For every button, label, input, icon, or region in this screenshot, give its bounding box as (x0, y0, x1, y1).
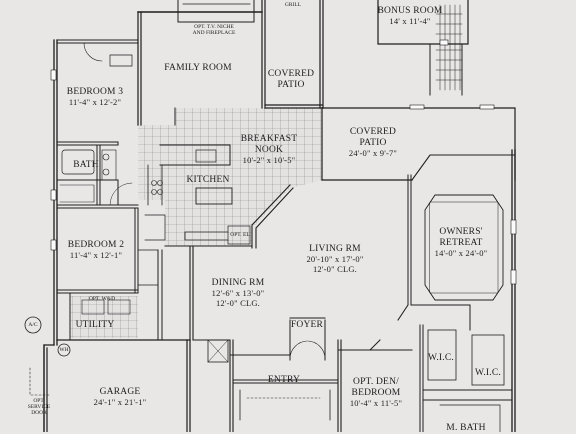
den-dim: 10'-4" x 11'-5" (349, 397, 403, 408)
entry-name: ENTRY (267, 375, 301, 385)
dining-room-dim: 12'-6" x 13'-0" (211, 287, 265, 298)
tv-niche-note: OPT. T.V. NICHE AND FIREPLACE (193, 24, 236, 36)
utility-name: UTILITY (75, 320, 115, 330)
bedroom2-name: BEDROOM 2 (67, 240, 125, 250)
grill-note-text: GRILL (284, 2, 302, 8)
kitchen-label: KITCHEN (186, 175, 229, 186)
bedroom2-dim: 11'-4" x 12'-1" (69, 249, 123, 260)
wic1-name: W.I.C. (428, 353, 454, 363)
opt-el-note: OPT. EL (230, 232, 249, 238)
bath-name: BATH (73, 160, 99, 170)
family-room-label: FAMILY ROOM (164, 63, 232, 74)
wic1-label: W.I.C. (428, 353, 454, 364)
opt-service-door-note: OPT. SERVICE DOOR (28, 398, 50, 416)
opt-wd-note-text: OPT. W&D (88, 296, 116, 302)
foyer-label: FOYER (291, 320, 323, 331)
covered-patio-top-line1: COVERED (267, 69, 315, 79)
wic2-name: W.I.C. (475, 368, 501, 378)
breakfast-nook-line1: BREAKFAST (240, 134, 298, 144)
foyer-name: FOYER (290, 320, 324, 330)
garage-label: GARAGE 24'-1" x 21'-1" (94, 387, 147, 408)
dining-room-clg: 12'-0" CLG. (215, 297, 261, 308)
owners-retreat-line1: OWNERS' (439, 227, 483, 237)
owners-retreat-dim: 14'-0" x 24'-0" (434, 247, 488, 258)
dining-room-name: DINING RM (211, 278, 265, 288)
covered-patio-right-line1: COVERED (349, 127, 397, 137)
covered-patio-right-label: COVERED PATIO 24'-0" x 9'-7" (349, 127, 397, 159)
opt-el-note-text: OPT. EL (230, 232, 250, 238)
opt-wd-note: OPT. W&D (89, 296, 115, 302)
garage-name: GARAGE (99, 387, 141, 397)
covered-patio-top-line2: PATIO (277, 79, 305, 90)
entry-label: ENTRY (268, 375, 300, 386)
breakfast-nook-label: BREAKFAST NOOK 10'-2" x 10'-5" (241, 134, 298, 166)
bedroom3-label: BEDROOM 3 11'-4" x 12'-2" (67, 87, 123, 108)
breakfast-nook-dim: 10'-2" x 10'-5" (242, 154, 296, 165)
living-room-dim: 20'-10" x 17'-0" (306, 253, 364, 264)
wh-note-text: WH (59, 347, 69, 353)
covered-patio-right-line2: PATIO (359, 137, 387, 148)
master-bath-label: M. BATH (446, 423, 485, 434)
bonus-room-name: BONUS ROOM (377, 6, 443, 16)
opt-service-line1: OPT. (33, 398, 45, 404)
den-line1: OPT. DEN/ (353, 377, 399, 387)
bedroom3-name: BEDROOM 3 (66, 87, 124, 97)
opt-service-line3: DOOR (31, 410, 47, 417)
covered-patio-top-label: COVERED PATIO (268, 69, 314, 91)
living-room-name: LIVING RM (309, 244, 361, 254)
bedroom2-label: BEDROOM 2 11'-4" x 12'-1" (68, 240, 124, 261)
ac-note: A/C (28, 322, 37, 328)
owners-retreat-label: OWNERS' RETREAT 14'-0" x 24'-0" (435, 227, 488, 259)
living-room-clg: 12'-0" CLG. (312, 263, 358, 274)
opt-service-line2: SERVICE (27, 404, 51, 411)
bonus-room-dim: 14' x 11'-4" (389, 15, 431, 26)
covered-patio-right-dim: 24'-0" x 9'-7" (348, 147, 398, 158)
owners-retreat-line2: RETREAT (439, 237, 483, 248)
den-line2: BEDROOM (351, 387, 401, 398)
utility-label: UTILITY (76, 320, 115, 331)
ac-note-text: A/C (28, 322, 38, 328)
wh-note: WH (59, 347, 68, 353)
bonus-room-label: BONUS ROOM 14' x 11'-4" (377, 6, 442, 27)
family-room-name: FAMILY ROOM (164, 63, 232, 73)
kitchen-name: KITCHEN (186, 175, 230, 185)
tv-niche-note-line1: OPT. T.V. NICHE (194, 24, 234, 30)
dining-room-label: DINING RM 12'-6" x 13'-0" 12'-0" CLG. (212, 278, 265, 308)
den-label: OPT. DEN/ BEDROOM 10'-4" x 11'-5" (350, 377, 402, 409)
garage-dim: 24'-1" x 21'-1" (93, 396, 147, 407)
kitchen-tile-floor (138, 108, 322, 246)
bedroom3-dim: 11'-4" x 12'-2" (68, 96, 122, 107)
breakfast-nook-line2: NOOK (254, 144, 284, 155)
master-bath-name: M. BATH (446, 423, 486, 433)
grill-note: GRILL (285, 2, 301, 8)
bath-label: BATH (73, 160, 99, 171)
wic2-label: W.I.C. (475, 368, 501, 379)
living-room-label: LIVING RM 20'-10" x 17'-0" 12'-0" CLG. (306, 244, 363, 274)
tv-niche-note-line2: AND FIREPLACE (192, 30, 236, 37)
